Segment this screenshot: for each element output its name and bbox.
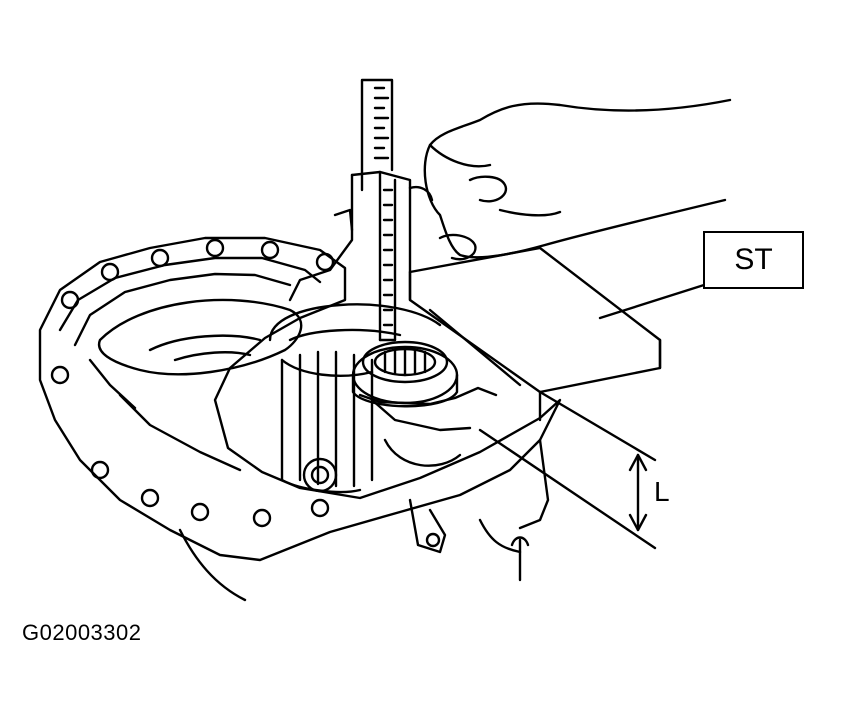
- special-tool-callout: ST: [703, 231, 804, 289]
- special-tool-label: ST: [734, 243, 773, 276]
- special-tool-plate: [408, 246, 662, 422]
- depth-gauge: [288, 78, 412, 342]
- dimension-l-markers: [478, 390, 657, 550]
- transmission-case-flange: [38, 236, 562, 602]
- st-leader-line: [598, 283, 706, 320]
- bearing-race: [351, 340, 498, 408]
- dimension-l-label: L: [654, 476, 670, 507]
- technician-hand: [408, 98, 732, 261]
- figure-id: G02003302: [22, 620, 142, 645]
